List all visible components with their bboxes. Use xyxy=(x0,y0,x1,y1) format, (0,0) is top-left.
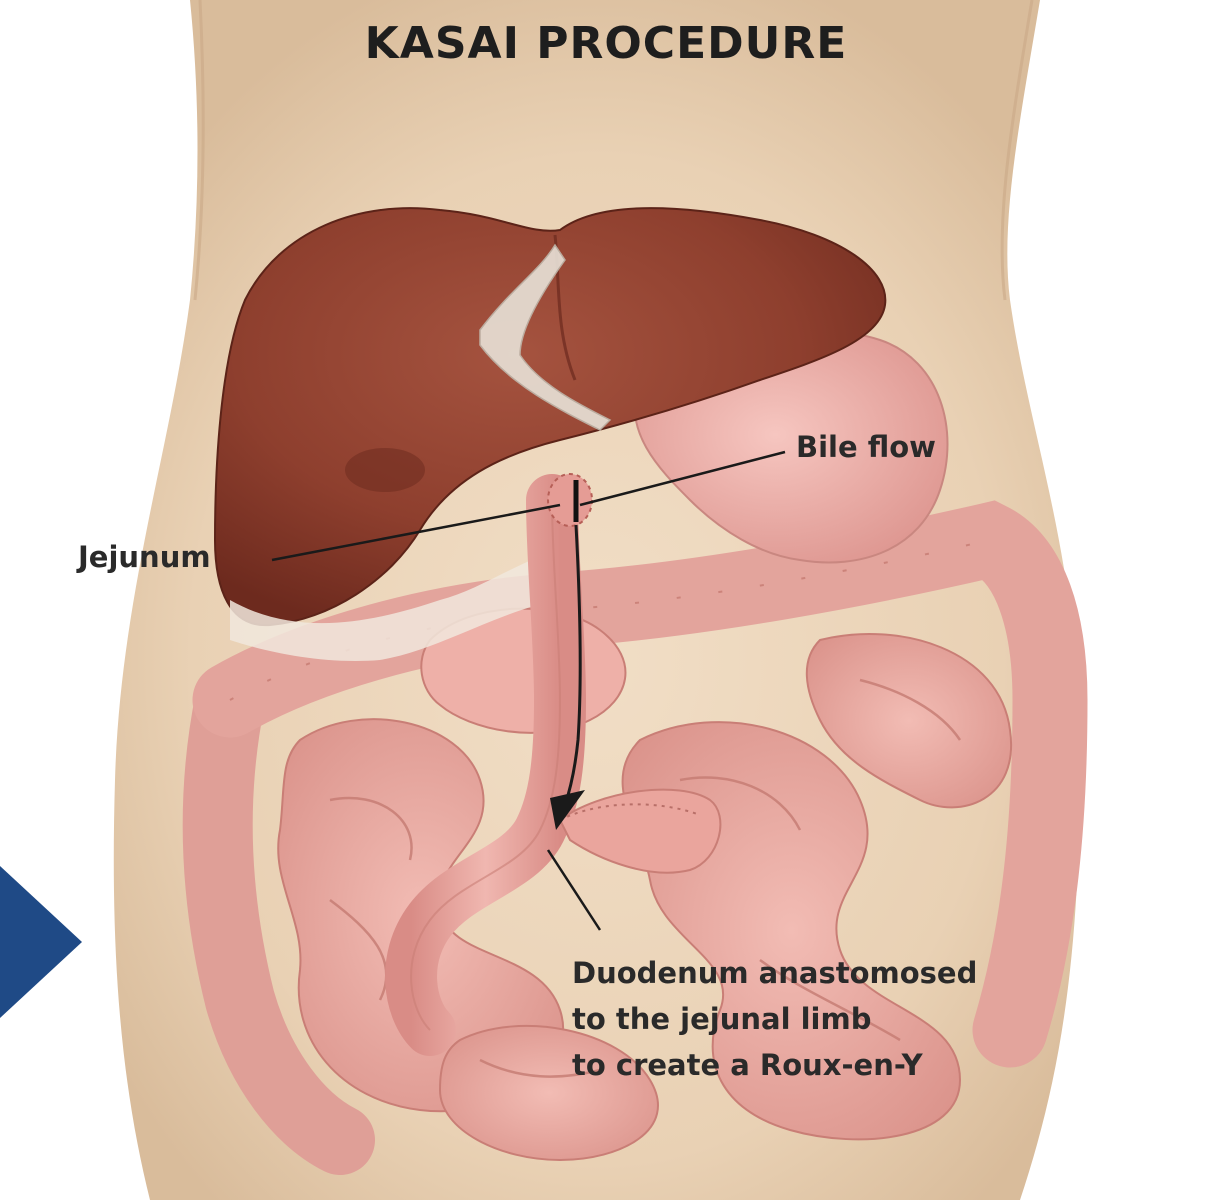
bile-flow-leader xyxy=(579,450,786,507)
duodenum-loop xyxy=(558,788,722,874)
duodenum-leader xyxy=(546,849,602,931)
pointer-arrow-icon xyxy=(0,866,82,1018)
label-jejunum: Jejunum xyxy=(78,540,211,574)
label-duodenum-line-2: to the jejunal limb xyxy=(572,1002,872,1036)
falciform-ligament xyxy=(479,243,612,431)
label-duodenum-line-3: to create a Roux-en-Y xyxy=(572,1048,923,1082)
jejunum-leader xyxy=(271,503,561,562)
label-duodenum-line-1: Duodenum anastomosed xyxy=(572,956,978,990)
label-duodenum: Duodenum anastomosed to the jejunal limb… xyxy=(572,950,977,1088)
diagram-title: KASAI PROCEDURE xyxy=(364,18,848,69)
label-bile-flow: Bile flow xyxy=(796,430,936,464)
anastomosis-site xyxy=(547,473,593,527)
bowel-folds xyxy=(329,678,962,1078)
bile-flow-arrow xyxy=(550,524,585,830)
